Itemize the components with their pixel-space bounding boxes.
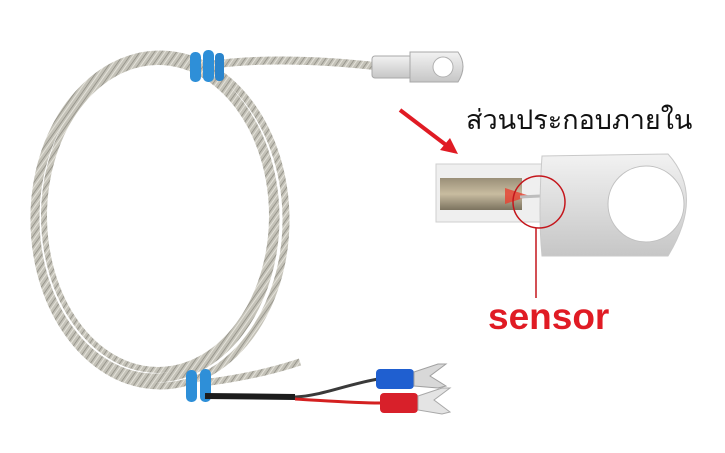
lead-wires [204, 377, 381, 405]
fork-terminal-blue [376, 363, 448, 389]
sensor-marker [512, 175, 566, 298]
internal-components-title: ส่วนประกอบภายใน [466, 105, 693, 136]
coiled-cable [30, 50, 376, 390]
ring-lug-terminal [371, 51, 464, 83]
fork-terminal-red [380, 387, 452, 415]
cable-clip-top [190, 50, 224, 82]
arrow-pointer [398, 108, 458, 154]
lug-cutaway-inset [435, 153, 687, 257]
sensor-label: sensor [488, 296, 610, 337]
